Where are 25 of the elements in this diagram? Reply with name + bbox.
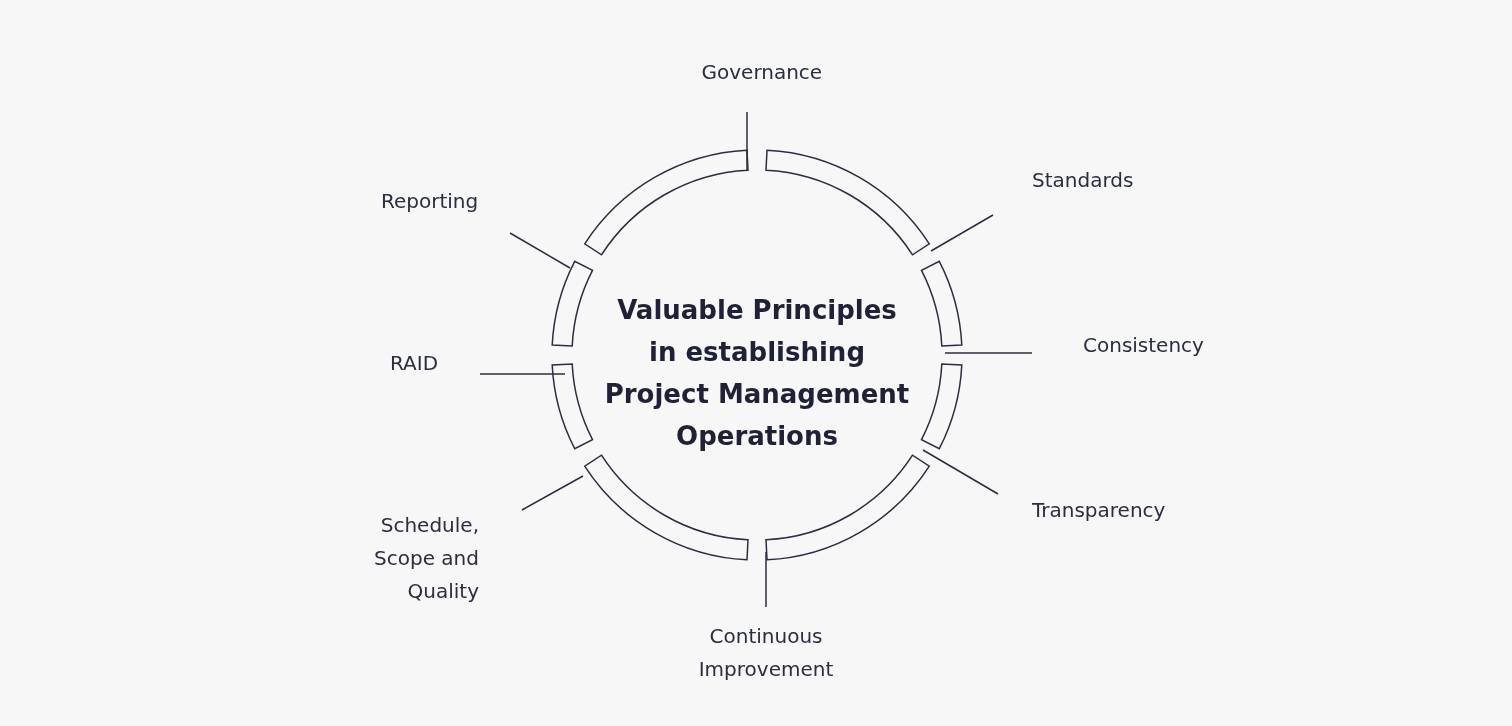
- leader-line: [765, 551, 767, 608]
- leader-line: [922, 449, 999, 495]
- ring-segment: [765, 149, 931, 256]
- leader-line: [521, 475, 584, 511]
- leader-line: [930, 214, 994, 252]
- ring-segment: [583, 149, 749, 256]
- principle-label: Continuous Improvement: [691, 620, 841, 686]
- principle-label: Reporting: [381, 185, 479, 218]
- principle-label: Transparency: [1032, 494, 1166, 527]
- ring-segment: [765, 454, 931, 561]
- ring-segment: [920, 260, 963, 347]
- principle-label: Standards: [1032, 164, 1134, 197]
- ring-segment: [551, 260, 594, 347]
- ring-segment: [920, 363, 963, 450]
- principle-label: RAID: [390, 347, 439, 380]
- leader-line: [479, 373, 566, 375]
- ring-segment: [583, 454, 749, 561]
- principle-label: Consistency: [1083, 329, 1204, 362]
- principle-label: Governance: [701, 56, 823, 89]
- leader-line: [746, 111, 748, 171]
- principle-label: Schedule, Scope and Quality: [314, 509, 479, 608]
- leader-line: [944, 352, 1033, 354]
- leader-line: [509, 232, 571, 269]
- diagram-title: Valuable Principles in establishing Project Management Operations: [603, 294, 911, 453]
- ring-segment: [551, 363, 594, 450]
